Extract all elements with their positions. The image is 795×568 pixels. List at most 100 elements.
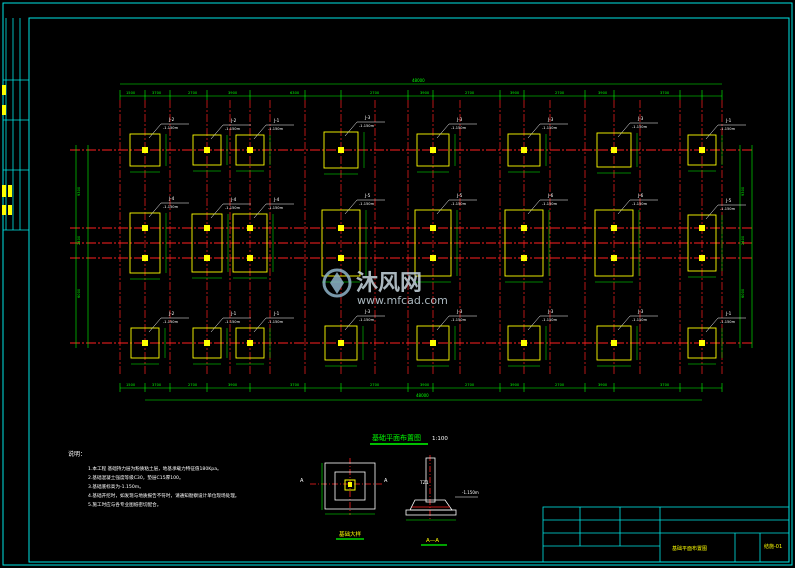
leader-r3-c4 — [344, 315, 358, 331]
leader-r1-c2 — [210, 124, 224, 140]
leader-r2-c7 — [617, 199, 631, 215]
leader-r2-c5 — [436, 199, 450, 215]
footing-label-r3-c8: J-1 — [725, 311, 732, 316]
leader-r3-c8 — [705, 317, 719, 333]
leader-r2-c2 — [210, 203, 224, 219]
column-r3-c7 — [611, 340, 617, 346]
footing-label-r2-c1: J-4 — [168, 196, 175, 201]
title-block-drawing-number: 结施-01 — [764, 543, 782, 550]
dim-bottom-label-6: 2700 — [370, 383, 380, 387]
footing-label-r2-c7: J-6 — [637, 193, 644, 198]
footing-label-r3-c1: J-2 — [168, 311, 175, 316]
dim-top-label-12: 3700 — [660, 91, 670, 95]
column-r3-c1 — [142, 340, 148, 346]
footing-label-r1-c5: J-3 — [456, 117, 463, 122]
footing-elev-r2-c3: -1.150m — [268, 206, 284, 210]
column-r1-c7 — [611, 147, 617, 153]
footing-elev-r3-c5: -1.150m — [451, 318, 467, 322]
column-r3-c5 — [430, 340, 436, 346]
detail-section-mark-left: A — [300, 478, 304, 484]
footing-label-r3-c7: J-3 — [637, 309, 644, 314]
footing-r2-c4 — [321, 209, 361, 277]
section-aa: -1.150m TZ1 A—A — [405, 455, 479, 546]
footing-r1-c4 — [323, 131, 359, 169]
footing-elev-r2-c5: -1.150m — [451, 202, 467, 206]
footing-label-r1-c1: J-2 — [168, 117, 175, 122]
footing-elev-r2-c6: -1.150m — [542, 202, 558, 206]
dim-top-label-9: 3900 — [510, 91, 520, 95]
footing-elev-r3-c1: -1.150m — [163, 320, 179, 324]
leader-r1-c3 — [253, 124, 267, 140]
footing-r3-c2 — [192, 327, 222, 359]
dim-bottom-label-12: 3700 — [660, 383, 670, 387]
binding-strip — [3, 18, 29, 231]
footing-elev-r2-c4: -1.150m — [359, 202, 375, 206]
footing-label-r1-c6: J-3 — [547, 117, 554, 122]
footing-label-r3-c2: J-1 — [230, 311, 237, 316]
section-elevation: -1.150m — [462, 490, 479, 495]
leader-r1-c1 — [148, 123, 162, 139]
dim-overall-bottom-label: 48000 — [416, 393, 429, 398]
column-r2a-c8 — [699, 225, 705, 231]
detail-title: 基础大样 — [339, 530, 362, 538]
footing-r1-c8 — [687, 134, 717, 166]
notes-block: 说明： 1.本工程 基础持力层为粉质粘土层，地基承载力特征值180Kpa。 2.… — [68, 450, 239, 508]
footing-label-r3-c3: J-1 — [273, 311, 280, 316]
footing-elev-r3-c7: -1.150m — [632, 318, 648, 322]
footing-label-r2-c8: J-5 — [725, 198, 732, 203]
column-r1-c4 — [338, 147, 344, 153]
footing-label-r2-c3: J-4 — [273, 197, 280, 202]
footing-elev-r3-c2: -1.150m — [225, 320, 241, 324]
leader-r2-c3 — [253, 203, 267, 219]
column-r3-c4 — [338, 340, 344, 346]
dim-bottom-label-3: 2700 — [188, 383, 198, 387]
footing-label-r3-c6: J-3 — [547, 309, 554, 314]
dim-left-label-2: 2400 — [77, 235, 81, 245]
column-r2a-c7 — [611, 225, 617, 231]
note-line-1: 1.本工程 基础持力层为粉质粘土层，地基承载力特征值180Kpa。 — [88, 465, 222, 472]
column-r3-c2 — [204, 340, 210, 346]
title-block — [542, 506, 790, 563]
footing-r1-c6 — [507, 133, 541, 167]
dim-bottom-label-2: 3700 — [152, 383, 162, 387]
dim-top-label-8: 2700 — [465, 91, 475, 95]
footing-elev-r2-c1: -1.150m — [163, 205, 179, 209]
footing-elev-r3-c6: -1.150m — [542, 318, 558, 322]
footing-elev-r1-c1: -1.150m — [163, 126, 179, 130]
footing-elev-r1-c5: -1.150m — [451, 126, 467, 130]
footing-detail: A A 基础大样 — [300, 458, 388, 540]
footing-label-r2-c6: J-6 — [547, 193, 554, 198]
section-tz-label: TZ1 — [419, 480, 429, 486]
footing-elev-r2-c7: -1.150m — [632, 202, 648, 206]
footing-elev-r1-c4: -1.150m — [359, 124, 375, 128]
footing-label-r2-c2: J-4 — [230, 197, 237, 202]
dim-bottom-label-8: 2700 — [465, 383, 475, 387]
note-line-3: 3.基础底标高为-1.150m。 — [88, 483, 144, 490]
footing-r1-c1 — [129, 133, 161, 167]
plan-title-block: 基础平面布置图 1:100 — [370, 433, 448, 445]
leader-r3-c3 — [253, 317, 267, 333]
leader-r3-c5 — [436, 315, 450, 331]
dim-top-label-11: 3900 — [598, 91, 608, 95]
dim-bottom-label-10: 2700 — [555, 383, 565, 387]
column-r1-c5 — [430, 147, 436, 153]
footing-elev-r1-c6: -1.150m — [542, 126, 558, 130]
column-r2b-c7 — [611, 255, 617, 261]
footing-r2-c6 — [504, 209, 544, 277]
footing-r1-c5 — [416, 133, 450, 167]
footing-label-r1-c3: J-1 — [273, 118, 280, 123]
dim-right-label-1: 9300 — [741, 186, 745, 196]
dim-bottom-label-9: 3900 — [510, 383, 520, 387]
footing-r2-c5 — [414, 209, 452, 277]
footing-label-r1-c7: J-3 — [637, 116, 644, 121]
column-r1-c3 — [247, 147, 253, 153]
dim-bottom-label-5: 3700 — [290, 383, 300, 387]
footing-r3-c6 — [507, 325, 541, 361]
column-r1-c8 — [699, 147, 705, 153]
dim-left-label-3: 6000 — [77, 288, 81, 298]
footing-elev-r1-c3: -1.150m — [268, 127, 284, 131]
footing-r3-c4 — [324, 325, 358, 361]
dim-top-label-3: 2700 — [188, 91, 198, 95]
dim-top-label-6: 2700 — [370, 91, 380, 95]
footing-label-r2-c4: J-5 — [364, 193, 371, 198]
